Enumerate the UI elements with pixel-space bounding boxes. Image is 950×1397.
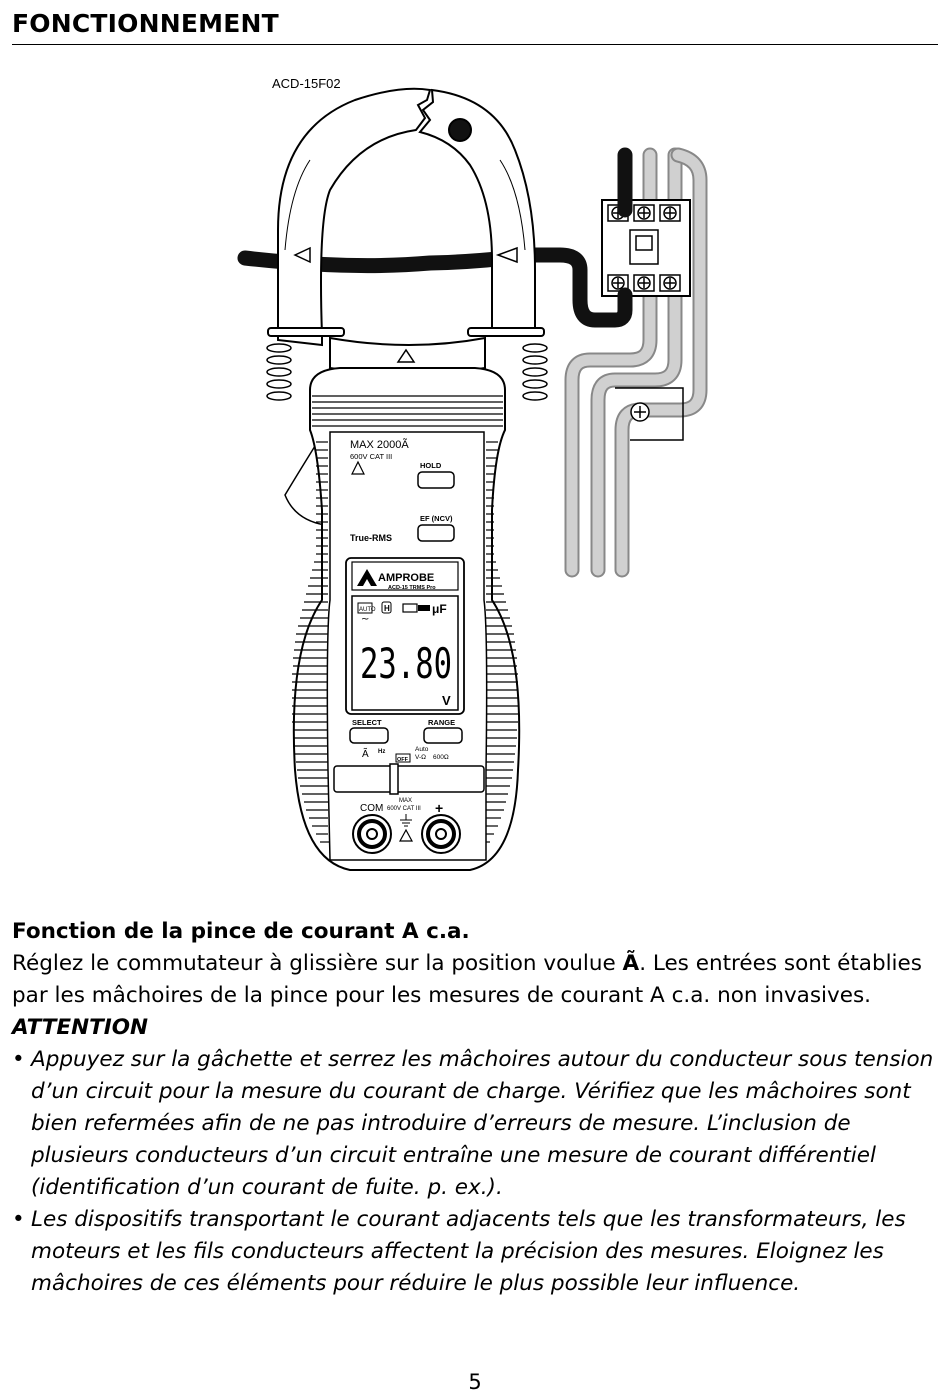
body-text: Fonction de la pince de courant A c.a. R…	[12, 916, 942, 1300]
intro-text-start: Réglez le commutateur à glissière sur la…	[12, 951, 623, 976]
figure-ref-code: ACD-15F02	[272, 76, 341, 91]
circuit-breaker	[601, 199, 691, 297]
ef-ncv-label: EF (NCV)	[420, 514, 453, 523]
ac-current-position: Ã	[362, 747, 369, 760]
left-grip-ribs	[292, 441, 330, 843]
ground-icon	[400, 814, 412, 827]
unit-symbols: μF	[432, 602, 447, 616]
lcd-unit: V	[442, 693, 451, 708]
grey-conductors	[564, 147, 708, 578]
select-label: SELECT	[352, 718, 382, 727]
max-label: MAX	[399, 798, 412, 804]
select-button[interactable]	[349, 727, 389, 744]
ground-terminal	[615, 387, 684, 441]
clamp-meter-illustration: ACD-15F02	[237, 76, 708, 871]
warning-label: ATTENTION	[12, 1015, 149, 1040]
panel-labels: MAX 2000Ã 600V CAT III HOLD EF (NCV) Tru…	[350, 438, 455, 543]
warning-list: •Appuyez sur la gâchette et serrez les m…	[12, 1044, 942, 1300]
list-item-text: Les dispositifs transportant le courant …	[31, 1207, 906, 1296]
terminal-warning-icon	[398, 828, 414, 842]
list-item: •Les dispositifs transportant le courant…	[12, 1204, 942, 1300]
com-jack[interactable]	[352, 814, 392, 854]
hold-indicator: H	[384, 604, 390, 613]
range-button[interactable]	[423, 727, 463, 744]
lcd-screen	[351, 595, 459, 711]
brand-name: AMPROBE	[378, 572, 434, 584]
section-header: FONCTIONNEMENT	[12, 6, 938, 45]
ac-indicator: ~	[361, 614, 369, 625]
terminal-cat-label: 600V CAT III	[387, 806, 421, 812]
slide-switch[interactable]	[333, 763, 485, 795]
ac-current-symbol: Ã	[622, 951, 640, 976]
voltage-ohm-label: V-Ω	[415, 754, 426, 761]
hold-label: HOLD	[420, 461, 442, 470]
hz-label: Hz	[378, 749, 385, 755]
auto-indicator: AUTO	[359, 607, 376, 613]
ohm-range-label: 600Ω	[433, 754, 449, 761]
display-bezel: AMPROBE ACD-15 TRMS Pro AUTO ~ H μF 23.8…	[345, 557, 465, 715]
cat-rating-label: 600V CAT III	[350, 452, 392, 461]
lcd-reading: 23.80	[360, 639, 452, 688]
list-item: •Appuyez sur la gâchette et serrez les m…	[12, 1044, 942, 1204]
bullet-icon: •	[12, 1047, 25, 1072]
range-label: RANGE	[428, 718, 455, 727]
function-heading: Fonction de la pince de courant A c.a.	[12, 919, 470, 944]
intro-paragraph: Réglez le commutateur à glissière sur la…	[12, 948, 942, 1012]
ef-ncv-button[interactable]	[417, 524, 455, 542]
true-rms-label: True-RMS	[350, 533, 392, 543]
max-current-label: MAX 2000Ã	[350, 438, 409, 451]
black-conductor	[237, 147, 633, 328]
clamp-jaws	[267, 87, 545, 375]
bullet-icon: •	[12, 1207, 25, 1232]
right-grip-ribs	[482, 441, 518, 843]
list-item-text: Appuyez sur la gâchette et serrez les mâ…	[31, 1047, 934, 1200]
intro-text-end: . Les entrées sont établies par les mâch…	[12, 951, 922, 1008]
clamp-meter-figure: ACD-15F02	[230, 70, 720, 890]
positive-jack[interactable]	[421, 814, 461, 854]
auto-position-label: Auto	[415, 746, 429, 753]
warning-triangle-icon	[351, 460, 365, 475]
battery-icon	[402, 603, 418, 613]
brand-logo-icon	[357, 569, 377, 586]
page-number: 5	[468, 1370, 482, 1394]
hold-button[interactable]	[417, 471, 455, 489]
section-title: FONCTIONNEMENT	[12, 9, 279, 38]
plus-label: +	[435, 800, 443, 816]
input-terminals: COM MAX 600V CAT III +	[352, 798, 461, 854]
model-name: ACD-15 TRMS Pro	[388, 585, 436, 591]
com-label: COM	[360, 803, 383, 814]
clamp-ridges	[266, 343, 548, 401]
off-label: OFF	[397, 757, 409, 763]
